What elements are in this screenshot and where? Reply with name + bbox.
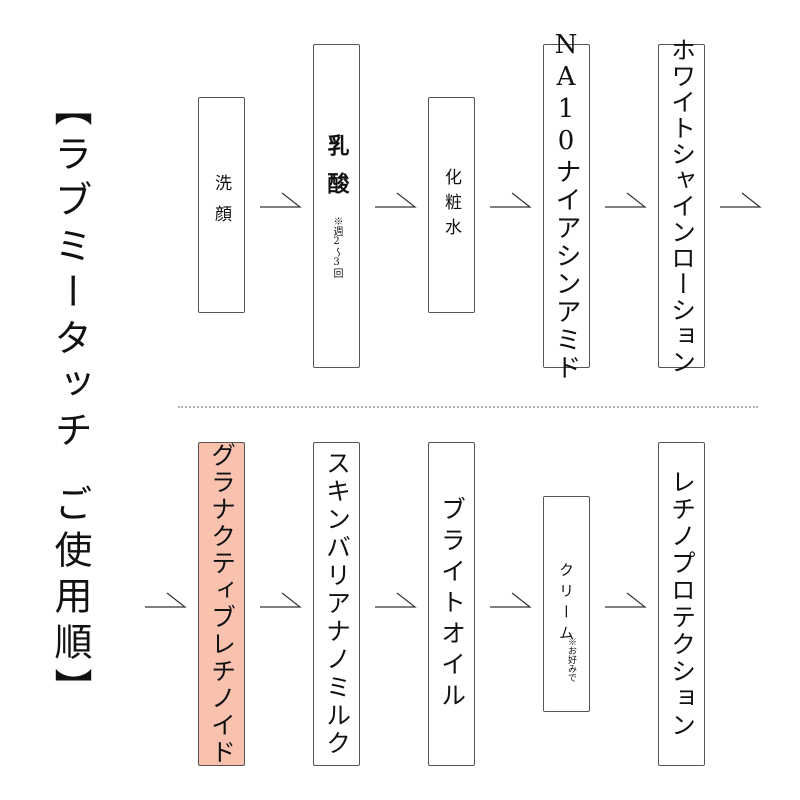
step-label: 洗顔 [211,174,231,236]
title-line2: ご使用順 [48,484,92,668]
arrow-right-icon [260,592,302,608]
page-title: 【ラブミータッチご使用順】 [48,88,92,714]
title-bracket-close: 】 [48,668,92,714]
arrow-right-icon [260,192,302,208]
arrow-right-icon [145,592,187,608]
step-label: NA10ナイアシンアミド [551,30,581,382]
step-label: ブライトオイル [437,495,467,713]
step-box-retino-protection: レチノプロテクション [658,442,705,766]
step-box-wash: 洗顔 [198,97,245,313]
arrow-right-icon [605,592,647,608]
arrow-right-icon [375,592,417,608]
step-label: ホワイトシャインローション [667,37,697,375]
step-label: スキンバリアナノミルク [322,450,352,758]
step-box-skin-barrier-nano-milk: スキンバリアナノミルク [313,442,360,766]
step-note: ※お好みで [566,637,576,682]
arrow-right-icon [720,192,762,208]
step-box-granactive-retinoid: グラナクティブレチノイド [198,442,245,766]
step-label: グラナクティブレチノイド [207,442,237,766]
step-box-cream: クリーム ※お好みで [543,496,590,712]
step-label: クリーム [557,562,575,646]
step-box-white-shine-lotion: ホワイトシャインローション [658,37,705,375]
step-label: 化粧水 [441,167,461,243]
step-box-toner: 化粧水 [428,97,475,313]
arrow-right-icon [375,192,417,208]
step-box-bright-oil: ブライトオイル [428,442,475,766]
title-line1: ラブミータッチ [48,134,92,456]
title-bracket-open: 【 [48,88,92,134]
arrow-right-icon [605,192,647,208]
step-box-lactic-acid: 乳酸 ※週2〜3回 [313,44,360,368]
step-label: 乳酸 [323,134,350,210]
step-note: ※週2〜3回 [331,216,342,278]
row-separator [178,406,758,408]
step-label: レチノプロテクション [667,469,697,739]
arrow-right-icon [490,592,532,608]
arrow-right-icon [490,192,532,208]
step-box-niacinamide: NA10ナイアシンアミド [543,30,590,382]
